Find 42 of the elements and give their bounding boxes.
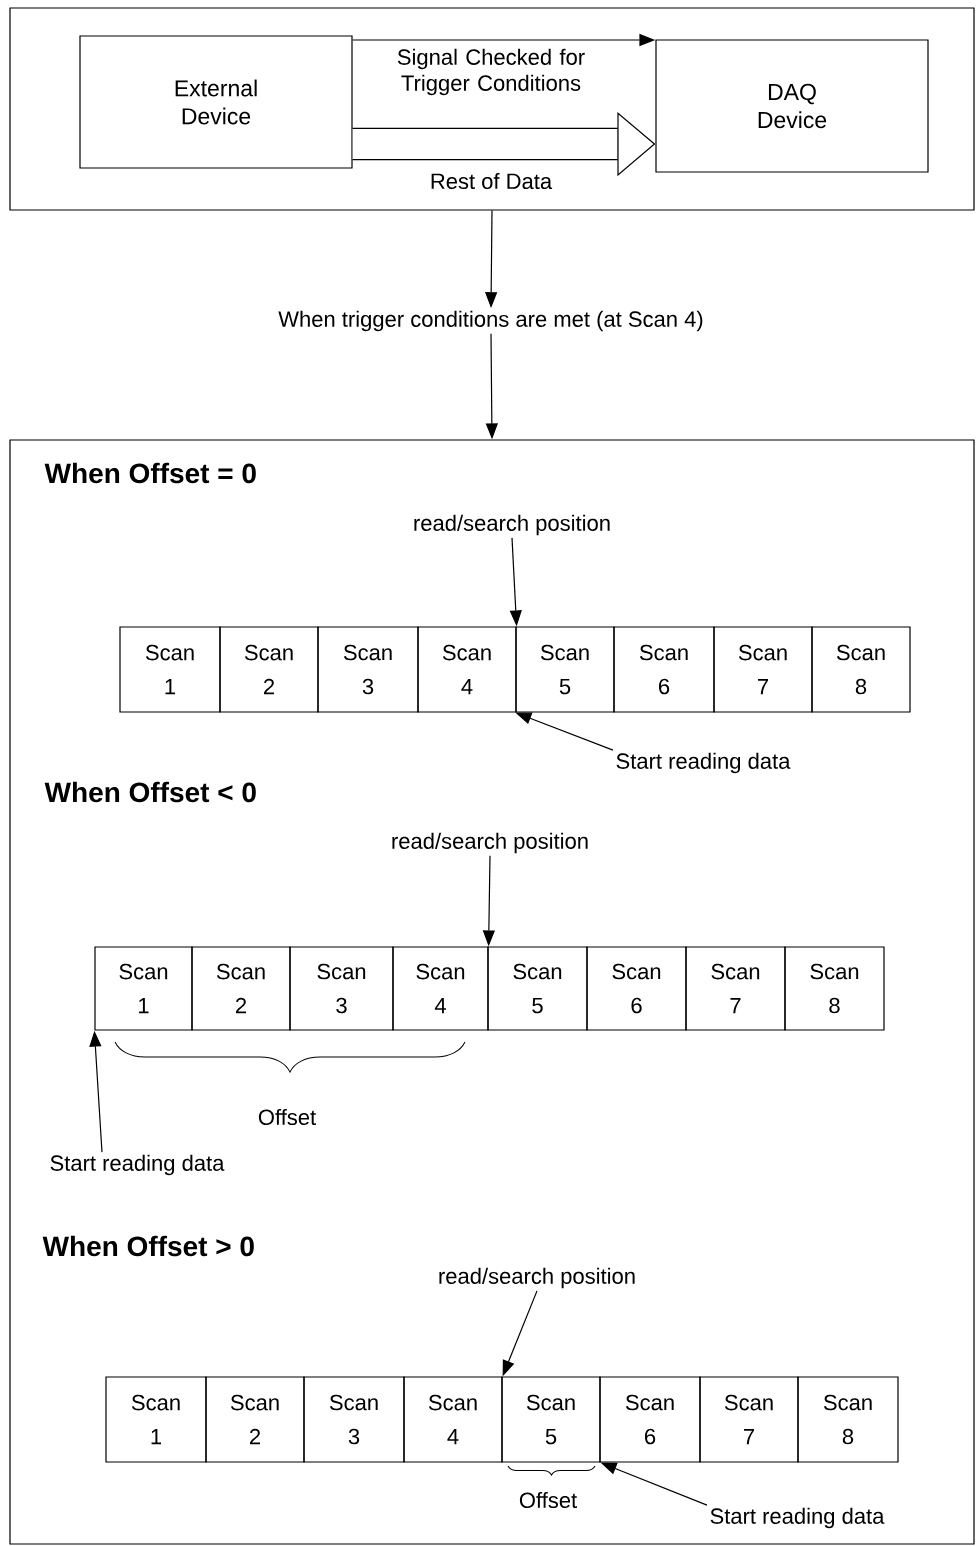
scan-cell: Scan 8: [797, 1376, 899, 1463]
scan-cell: Scan 1: [105, 1376, 207, 1463]
section-heading: When Offset > 0: [42, 1235, 254, 1257]
scan-cell: Scan 5: [501, 1376, 601, 1463]
scan-cell: Scan 7: [699, 1376, 799, 1463]
annotation-text: read/search position: [439, 1267, 635, 1289]
scan-cell: Scan 6: [613, 626, 715, 713]
edge-label: Rest of Data: [431, 172, 553, 190]
device-box: DAQ Device: [655, 39, 929, 173]
annotation-text: Start reading data: [50, 1154, 225, 1176]
scan-cell: Scan 5: [515, 626, 615, 713]
frame-box: [9, 7, 975, 211]
scan-cell: Scan 3: [289, 946, 394, 1031]
scan-cell: Scan 4: [417, 626, 517, 713]
scan-cell: Scan 5: [487, 946, 588, 1031]
scan-cell: Scan 2: [219, 626, 319, 713]
frame-box: [9, 439, 975, 1545]
scan-cell: Scan 4: [392, 946, 489, 1031]
section-heading: When Offset < 0: [44, 781, 256, 803]
annotation-text: read/search position: [414, 514, 610, 536]
scan-cell: Scan 7: [713, 626, 813, 713]
scan-cell: Scan 1: [119, 626, 221, 713]
scan-cell: Scan 4: [403, 1376, 503, 1463]
offset-label: Offset: [519, 1491, 577, 1509]
annotation-text: When trigger conditions are met (at Scan 4): [278, 310, 703, 332]
scan-cell: Scan 3: [303, 1376, 405, 1463]
annotation-text: Start reading data: [710, 1507, 885, 1529]
annotation-text: Start reading data: [616, 752, 791, 774]
scan-cell: Scan 7: [685, 946, 786, 1031]
section-heading: When Offset = 0: [44, 462, 256, 484]
scan-cell: Scan 2: [191, 946, 291, 1031]
device-box: External Device: [79, 35, 353, 169]
scan-cell: Scan 8: [811, 626, 911, 713]
edge-label: Signal Checked for Trigger Conditions: [397, 48, 585, 96]
scan-cell: Scan 6: [599, 1376, 701, 1463]
offset-label: Offset: [258, 1108, 316, 1126]
scan-cell: Scan 1: [94, 946, 193, 1031]
scan-cell: Scan 3: [317, 626, 419, 713]
scan-cell: Scan 8: [784, 946, 885, 1031]
scan-cell: Scan 2: [205, 1376, 305, 1463]
scan-cell: Scan 6: [586, 946, 687, 1031]
annotation-text: read/search position: [392, 832, 588, 854]
